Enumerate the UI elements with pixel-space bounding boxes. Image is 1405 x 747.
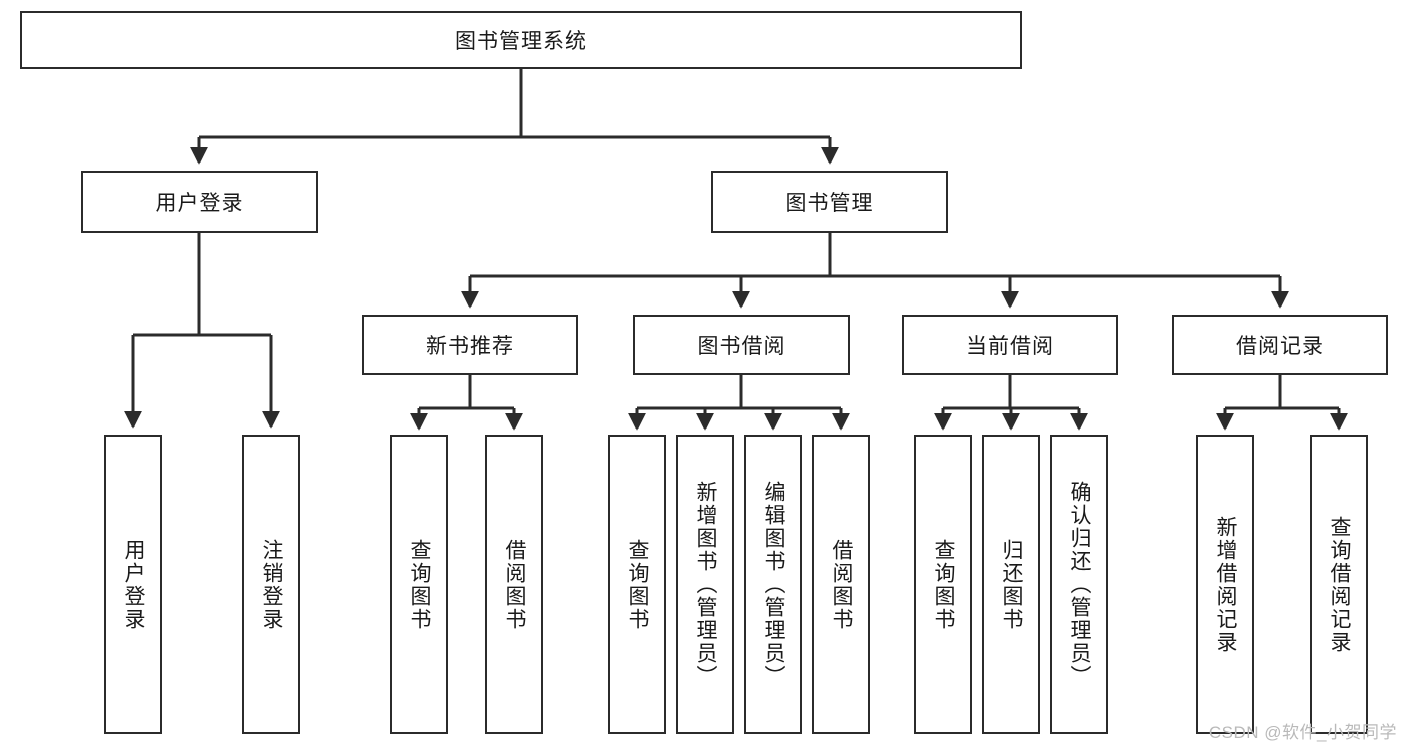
node-book-management-label: 图书管理 — [785, 192, 874, 215]
leaf-query-book-cb[interactable]: 查询图书 — [914, 435, 972, 734]
leaf-user-logout-label: 注销登录 — [260, 538, 284, 631]
leaf-add-borrow-record-label: 新增借阅记录 — [1214, 515, 1238, 654]
node-borrow-record[interactable]: 借阅记录 — [1172, 315, 1388, 375]
leaf-confirm-return-admin[interactable]: 确认归还（管理员） — [1050, 435, 1108, 734]
leaf-query-book-bb[interactable]: 查询图书 — [608, 435, 666, 734]
node-user-login[interactable]: 用户登录 — [81, 171, 318, 233]
node-root-label: 图书管理系统 — [455, 30, 587, 53]
leaf-add-book-admin[interactable]: 新增图书（管理员） — [676, 435, 734, 734]
leaf-user-logout[interactable]: 注销登录 — [242, 435, 300, 734]
node-new-book-recommend-label: 新书推荐 — [426, 335, 514, 358]
leaf-query-borrow-record[interactable]: 查询借阅记录 — [1310, 435, 1368, 734]
leaf-borrow-book-bb-label: 借阅图书 — [830, 538, 854, 631]
leaf-user-login-label: 用户登录 — [122, 538, 146, 631]
leaf-query-book-nbr-label: 查询图书 — [408, 538, 432, 631]
leaf-edit-book-admin-label: 编辑图书（管理员） — [762, 481, 786, 688]
leaf-query-book-cb-label: 查询图书 — [932, 538, 956, 631]
leaf-query-book-bb-label: 查询图书 — [626, 538, 650, 631]
leaf-add-borrow-record[interactable]: 新增借阅记录 — [1196, 435, 1254, 734]
leaf-user-login[interactable]: 用户登录 — [104, 435, 162, 734]
leaf-return-book[interactable]: 归还图书 — [982, 435, 1040, 734]
node-book-borrow[interactable]: 图书借阅 — [633, 315, 850, 375]
leaf-borrow-book-bb[interactable]: 借阅图书 — [812, 435, 870, 734]
leaf-return-book-label: 归还图书 — [1000, 538, 1024, 631]
leaf-edit-book-admin[interactable]: 编辑图书（管理员） — [744, 435, 802, 734]
node-new-book-recommend[interactable]: 新书推荐 — [362, 315, 578, 375]
node-book-borrow-label: 图书借阅 — [697, 335, 786, 358]
node-book-management[interactable]: 图书管理 — [711, 171, 948, 233]
leaf-borrow-book-nbr[interactable]: 借阅图书 — [485, 435, 543, 734]
leaf-query-borrow-record-label: 查询借阅记录 — [1328, 515, 1352, 654]
leaf-confirm-return-admin-label: 确认归还（管理员） — [1068, 481, 1092, 688]
leaf-query-book-nbr[interactable]: 查询图书 — [390, 435, 448, 734]
node-current-borrow[interactable]: 当前借阅 — [902, 315, 1118, 375]
node-user-login-label: 用户登录 — [155, 192, 244, 215]
leaf-add-book-admin-label: 新增图书（管理员） — [694, 481, 718, 688]
node-root[interactable]: 图书管理系统 — [20, 11, 1022, 69]
node-borrow-record-label: 借阅记录 — [1236, 335, 1324, 358]
watermark: CSDN @软件_小贺同学 — [1208, 723, 1397, 742]
leaf-borrow-book-nbr-label: 借阅图书 — [503, 538, 527, 631]
node-current-borrow-label: 当前借阅 — [966, 335, 1054, 358]
